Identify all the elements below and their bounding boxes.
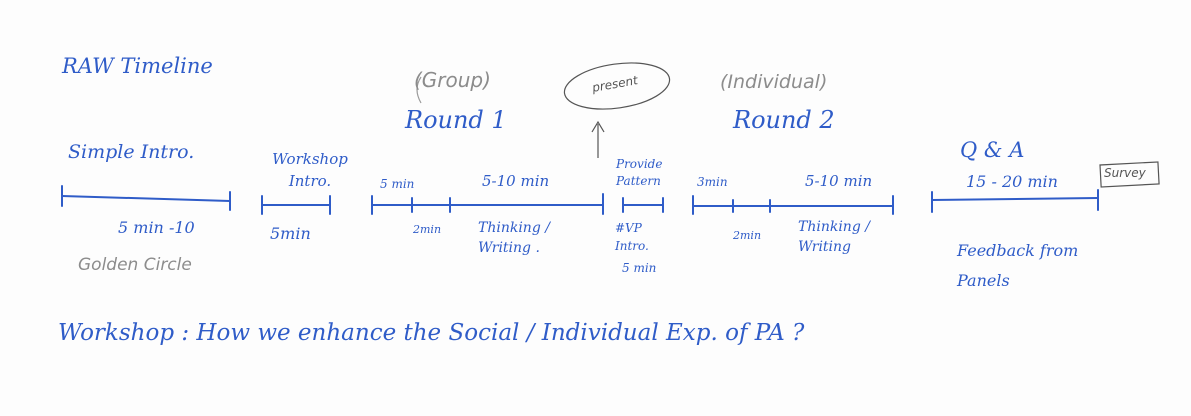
present-bubble-shape: [563, 62, 671, 158]
group-open-paren: [416, 76, 422, 104]
survey-box: [1099, 161, 1160, 188]
round1-timeline-bar: [371, 193, 604, 215]
qa-label: Q & A: [960, 138, 1025, 162]
round2-label: Round 2: [733, 106, 835, 134]
round2-seg-mid: 5-10 min: [805, 172, 873, 190]
round2-seg-start: 3min: [697, 175, 728, 189]
round1-group-tag: (Group): [414, 68, 491, 92]
page-title: RAW Timeline: [62, 54, 213, 78]
intro-note: Golden Circle: [78, 255, 192, 275]
workshop-intro-duration: 5min: [270, 224, 311, 243]
intro-label: Simple Intro.: [68, 141, 195, 163]
round2-activity: Thinking / Writing: [798, 219, 870, 255]
intro-timeline-bar: [61, 185, 231, 211]
round1-seg-start: 5 min: [380, 177, 415, 191]
survey-label: Survey: [1104, 166, 1146, 180]
round2-timeline-bar: [692, 195, 894, 215]
provide-pattern-timeline-bar: [622, 197, 664, 213]
qa-timeline-bar: [931, 189, 1099, 213]
qa-duration: 15 - 20 min: [966, 172, 1058, 191]
round1-label: Round 1: [405, 106, 507, 134]
provide-pattern-duration: 5 min: [622, 261, 657, 275]
workshop-intro-label: Workshop Intro.: [272, 150, 348, 190]
provide-pattern-sub: #VP Intro.: [615, 221, 649, 253]
round1-seg-small: 2min: [413, 223, 442, 236]
workshop-intro-timeline-bar: [261, 195, 331, 215]
round1-seg-mid: 5-10 min: [482, 172, 550, 190]
qa-feedback: Feedback from Panels: [957, 241, 1079, 291]
round2-seg-small: 2min: [733, 229, 762, 242]
workshop-question: Workshop : How we enhance the Social / I…: [58, 320, 805, 346]
round1-activity: Thinking / Writing .: [478, 220, 550, 256]
intro-duration: 5 min -10: [118, 218, 195, 237]
round2-individual-tag: (Individual): [720, 71, 828, 93]
provide-pattern-label: Provide Pattern: [616, 157, 663, 189]
